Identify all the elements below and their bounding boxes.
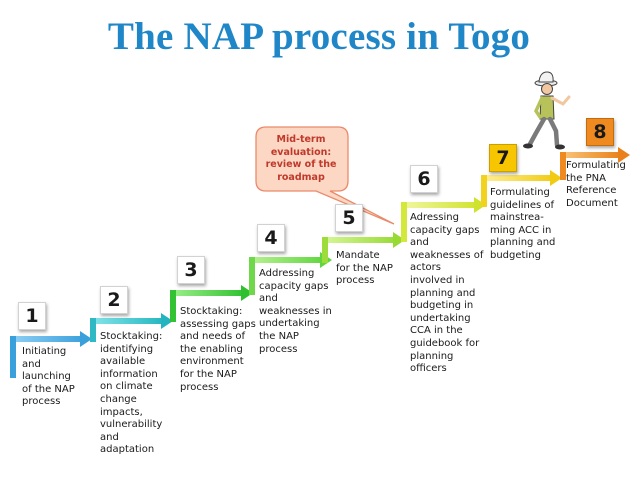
step-6-number: 6 (410, 165, 438, 193)
step-8-bracket (560, 147, 630, 180)
step-7-bracket (481, 170, 562, 207)
step-3-bracket (170, 285, 253, 322)
step-4-number: 4 (257, 224, 285, 252)
step-2-number: 2 (100, 286, 128, 314)
step-7-number: 7 (489, 144, 517, 172)
step-3-text: Stocktaking: assessing gaps and needs of… (180, 306, 256, 393)
step-2-bracket (90, 313, 173, 342)
step-5-text: Mandate for the NAP process (336, 250, 393, 287)
page-title: The NAP process in Togo (107, 15, 531, 58)
step-8-text: Formulating the PNA Reference Document (566, 160, 626, 209)
step-2-text: Stocktaking: identifying available infor… (100, 331, 163, 456)
walking-man-icon (523, 71, 571, 150)
step-7-text: Formulating guidelines of mainstrea- min… (490, 187, 556, 261)
callout-text: Mid-term evaluation: review of the roadm… (265, 134, 337, 183)
step-1-text: Initiating and launching of the NAP proc… (22, 346, 75, 408)
step-1-bracket (10, 331, 92, 378)
step-8-number: 8 (586, 118, 614, 146)
step-6-bracket (401, 197, 486, 242)
step-1-number: 1 (18, 302, 46, 330)
step-5-bracket (322, 232, 405, 263)
step-3-number: 3 (177, 256, 205, 284)
step-5-number: 5 (335, 204, 363, 232)
step-4-text: Addressing capacity gaps and weaknesses … (259, 268, 332, 355)
step-6-text: Adressing capacity gaps and weaknesses o… (410, 212, 484, 375)
